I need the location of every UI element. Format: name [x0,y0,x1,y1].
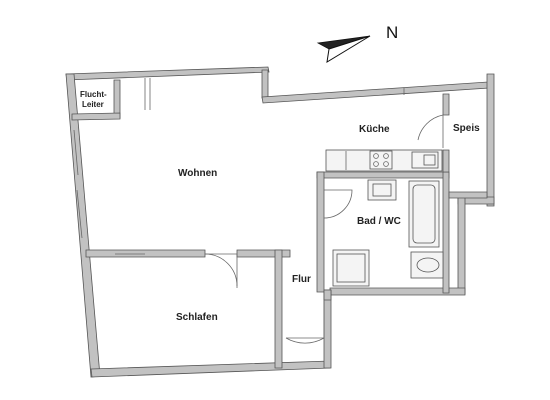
room-label-wohnen: Wohnen [178,168,217,179]
shower-icon [332,249,370,287]
bathtub-icon [408,180,440,248]
doors [204,114,444,344]
room-label-bad: Bad / WC [357,216,401,227]
room-label-fluchtleiter-2: Leiter [82,100,104,109]
room-label-speis: Speis [453,123,480,134]
stove-icon [369,150,393,170]
room-label-flur: Flur [292,274,311,285]
kitchen-sink-icon [411,151,439,169]
room-label-fluchtleiter-1: Flucht- [80,90,107,99]
room-label-kueche: Küche [359,124,390,135]
room-label-schlafen: Schlafen [176,312,218,323]
washbasin-icon [367,179,397,201]
windows [73,78,405,239]
exterior-walls [65,66,495,378]
north-label: N [386,23,398,42]
north-arrow-icon [316,35,371,63]
toilet-icon [410,251,444,279]
kitchen-counter [325,149,443,172]
interior-walls [71,79,488,369]
bathroom-fixtures [332,179,444,287]
